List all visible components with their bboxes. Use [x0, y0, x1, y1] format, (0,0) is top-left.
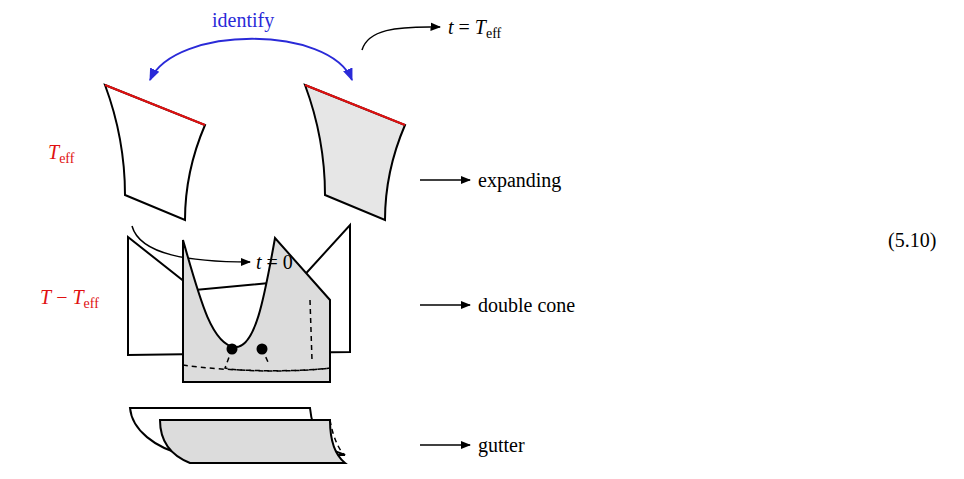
tip-dot [258, 345, 267, 354]
region-label: double cone [478, 295, 575, 315]
time-label: t = Teff [448, 17, 501, 41]
identify-arrow [150, 39, 352, 80]
pointer-arrow [362, 27, 440, 50]
dashed-contour [183, 365, 330, 371]
expanding-sheet-left [105, 85, 205, 220]
duration-label: Teff [48, 142, 74, 166]
region-label: gutter [478, 435, 525, 455]
pointer-arrow [420, 304, 470, 306]
region-label: expanding [478, 170, 561, 190]
tip-dot [228, 345, 237, 354]
gutter-front [160, 420, 345, 463]
dashed-contour [310, 300, 312, 360]
boundary-edge-left [105, 85, 205, 125]
duration-label: T − Teff [40, 287, 99, 311]
dashed-contour [330, 420, 345, 455]
boundary-edge-right [305, 85, 405, 125]
dashed-contour [225, 349, 330, 371]
double-cone-front [183, 238, 330, 382]
expanding-sheet-right [305, 85, 405, 220]
equation-number: (5.10) [888, 230, 936, 250]
identify-label: identify [212, 10, 274, 30]
pointer-arrow [420, 444, 470, 446]
time-label: t = 0 [256, 252, 293, 272]
pointer-arrow [420, 179, 470, 181]
